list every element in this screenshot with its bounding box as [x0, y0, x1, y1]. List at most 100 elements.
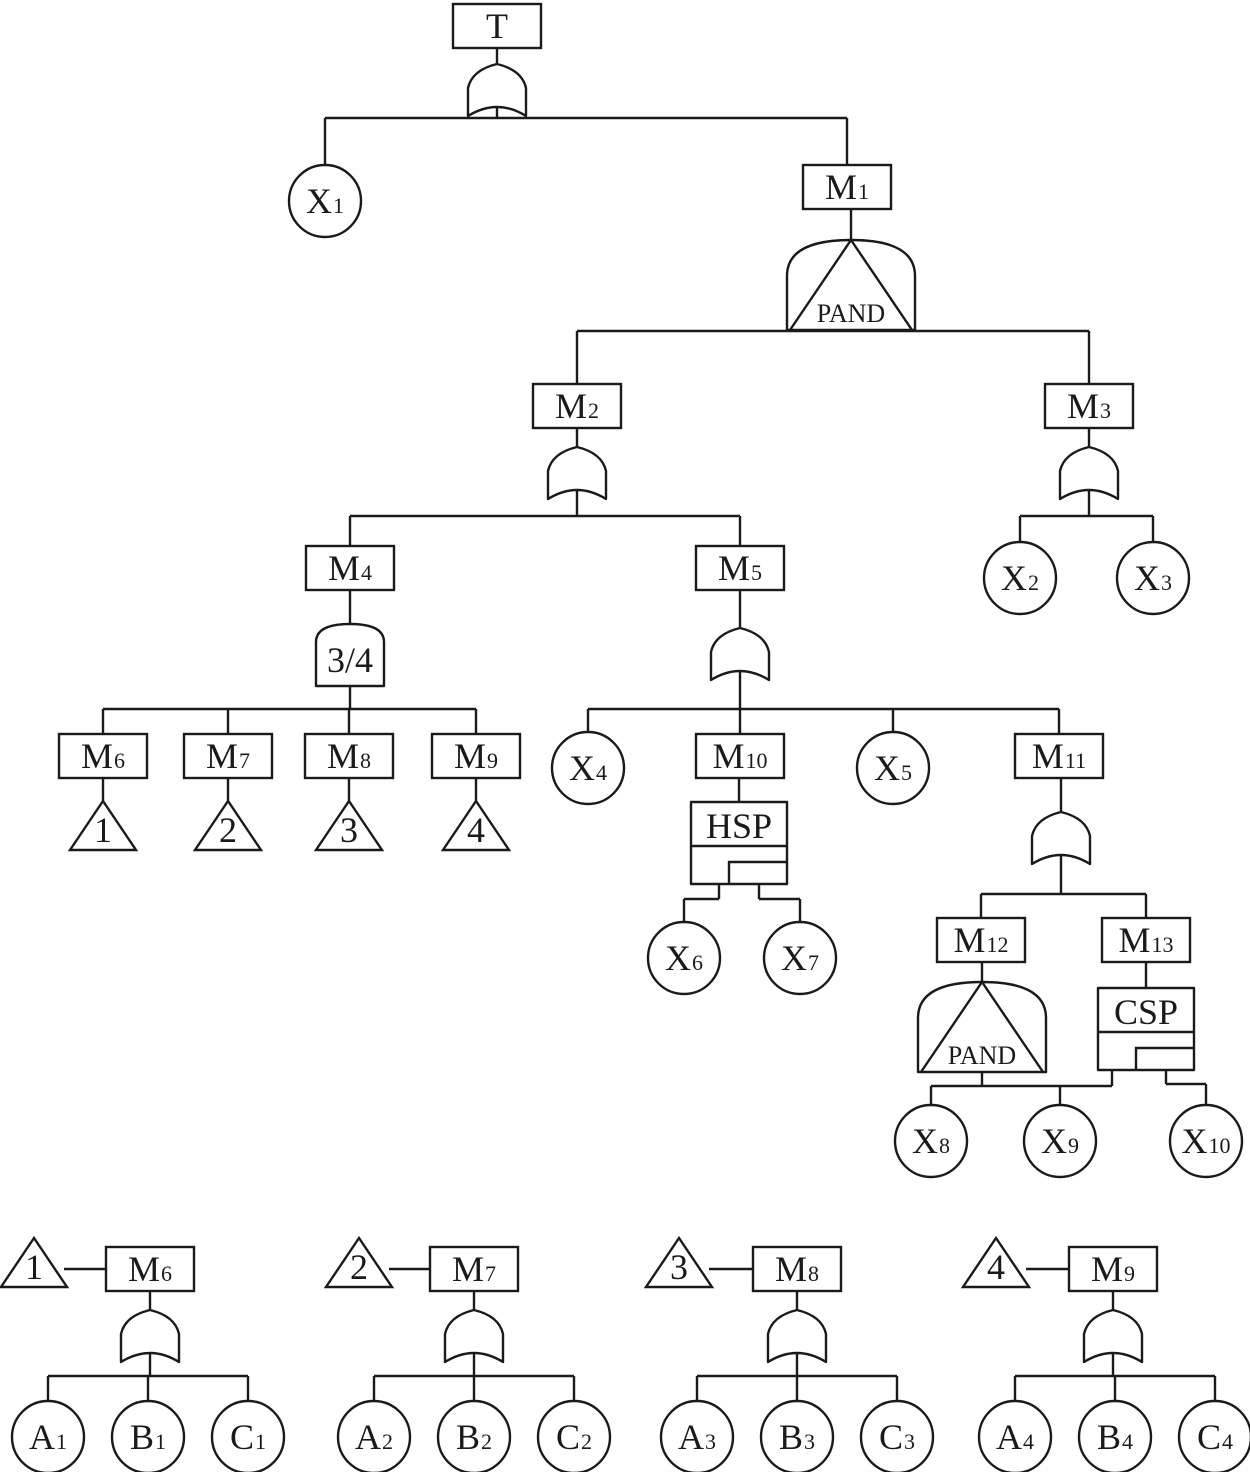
- label-subscript: 10: [1209, 1133, 1231, 1158]
- spare-gate-symbol: [689, 800, 789, 886]
- label-subscript: 8: [939, 1133, 950, 1158]
- basic-event-circle: [659, 1399, 735, 1472]
- node-label: X10: [1182, 1121, 1231, 1161]
- event-rectangle: [694, 544, 786, 592]
- event-rectangle: [428, 1245, 520, 1293]
- label-subscript: 4: [596, 760, 607, 785]
- basic-event-x4: X4: [550, 730, 626, 806]
- node-label: X5: [874, 748, 912, 788]
- event-rectangle: [1013, 732, 1105, 780]
- node-label: 4: [987, 1247, 1005, 1287]
- event-rectangle: [303, 732, 395, 780]
- label-base: B: [1097, 1417, 1121, 1457]
- label-base: C: [556, 1417, 580, 1457]
- label-subscript: 5: [901, 760, 912, 785]
- basic-event-circle: [982, 540, 1058, 616]
- label-subscript: 8: [808, 1261, 819, 1286]
- event-box-t: T: [451, 2, 543, 50]
- label-base: X: [1041, 1121, 1067, 1161]
- label-subscript: 9: [1124, 1261, 1135, 1286]
- event-rectangle: [304, 544, 396, 592]
- node-label: 1: [94, 810, 112, 850]
- gate-label: PAND: [817, 299, 885, 328]
- event-box-m11: M11: [1013, 732, 1105, 780]
- gate-m12: PAND: [916, 979, 1048, 1074]
- event-box-m6: M6: [57, 732, 149, 780]
- basic-event-circle: [977, 1399, 1053, 1472]
- transfer-triangle: [643, 1235, 715, 1289]
- gate-m3: [1058, 445, 1120, 501]
- label-base: T: [486, 6, 508, 46]
- node-label: A4: [996, 1417, 1034, 1457]
- label-base: X: [874, 748, 900, 788]
- transfer-triangle: [0, 1235, 70, 1289]
- label-subscript: 1: [56, 1429, 67, 1454]
- event-rectangle: [751, 1245, 843, 1293]
- or-gate-symbol: [1082, 1308, 1144, 1364]
- event-box-m8: M8: [303, 732, 395, 780]
- transfer-triangle: [67, 798, 139, 852]
- node-label: X1: [306, 181, 344, 221]
- node-label: B4: [1097, 1417, 1133, 1457]
- gate-sm7: [443, 1308, 505, 1364]
- node-label: M9: [454, 736, 498, 776]
- label-base: M: [128, 1249, 160, 1289]
- label-base: M: [327, 736, 359, 776]
- basic-event-circle: [855, 730, 931, 806]
- basic-event-circle: [1022, 1103, 1098, 1179]
- label-base: M: [712, 736, 744, 776]
- gate-sm6: [119, 1308, 181, 1364]
- pand-triangle: [789, 237, 913, 331]
- node-label: X6: [665, 938, 703, 978]
- event-box-sm7: M7: [428, 1245, 520, 1293]
- gate-m5: [709, 626, 771, 682]
- basic-event-a1: A1: [10, 1399, 86, 1472]
- label-subscript: 5: [751, 560, 762, 585]
- node-label: M7: [452, 1249, 496, 1289]
- label-base: A: [29, 1417, 55, 1457]
- label-base: B: [456, 1417, 480, 1457]
- label-base: M: [775, 1249, 807, 1289]
- transfer-symbol-tr3: 3: [313, 798, 385, 852]
- node-label: M1: [825, 167, 869, 207]
- voting-gate-symbol: [314, 622, 386, 688]
- node-label: M8: [327, 736, 371, 776]
- transfer-symbol-tr2: 2: [192, 798, 264, 852]
- node-label: 3: [670, 1247, 688, 1287]
- event-rectangle: [430, 732, 522, 780]
- gate-m2: [546, 445, 608, 501]
- basic-event-c4: C4: [1177, 1399, 1250, 1472]
- event-box-m1: M1: [801, 163, 893, 211]
- label-base: X: [781, 938, 807, 978]
- basic-event-b2: B2: [436, 1399, 512, 1472]
- event-rectangle: [801, 163, 893, 211]
- transfer-triangle: [440, 798, 512, 852]
- node-label: M7: [206, 736, 250, 776]
- transfer-symbol-trs2: 2: [323, 1235, 395, 1289]
- node-label: X3: [1134, 558, 1172, 598]
- basic-event-circle: [1177, 1399, 1250, 1472]
- basic-event-x10: X10: [1168, 1103, 1244, 1179]
- label-subscript: 6: [692, 950, 703, 975]
- event-rectangle: [182, 732, 274, 780]
- label-base: M: [1032, 736, 1064, 776]
- node-label: M11: [1032, 736, 1086, 776]
- basic-event-circle: [1115, 540, 1191, 616]
- node-label: A3: [678, 1417, 716, 1457]
- label-base: M: [1091, 1249, 1123, 1289]
- basic-event-x3: X3: [1115, 540, 1191, 616]
- label-subscript: 7: [239, 748, 250, 773]
- or-gate-symbol: [1058, 445, 1120, 501]
- label-base: X: [1001, 558, 1027, 598]
- transfer-triangle: [960, 1235, 1032, 1289]
- label-subscript: 10: [746, 748, 768, 773]
- label-base: M: [454, 736, 486, 776]
- label-subscript: 7: [485, 1261, 496, 1286]
- node-label: 3: [340, 810, 358, 850]
- transfer-symbol-trs3: 3: [643, 1235, 715, 1289]
- or-gate-symbol: [1030, 810, 1092, 866]
- label-subscript: 12: [987, 932, 1009, 957]
